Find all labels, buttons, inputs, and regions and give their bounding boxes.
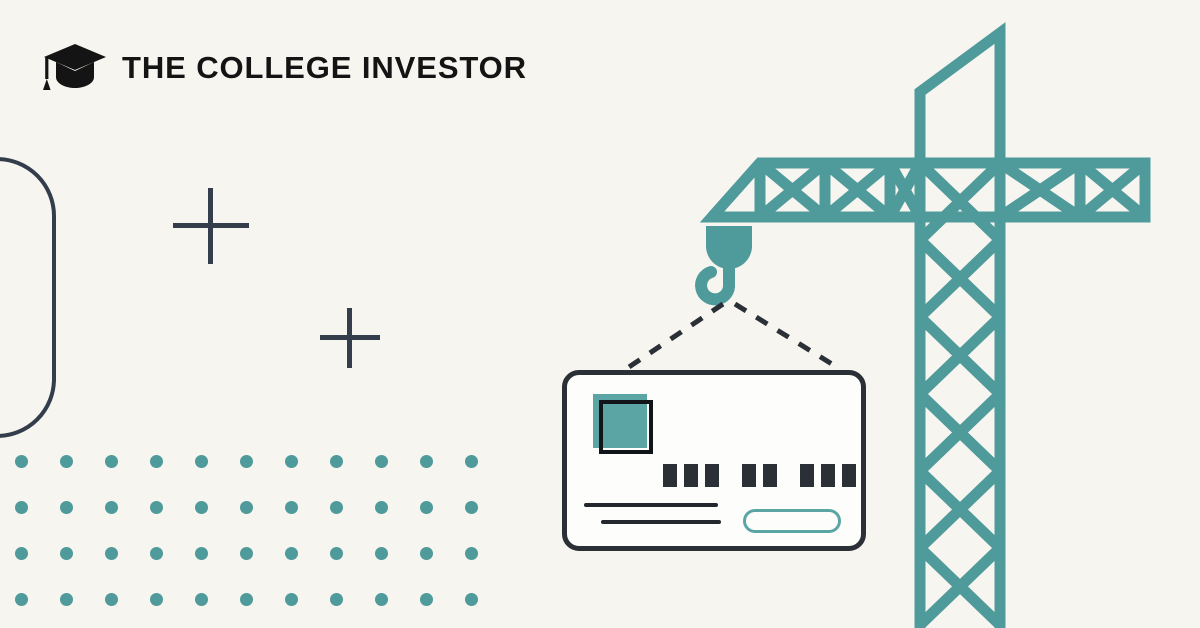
hook-icon	[695, 266, 736, 306]
crane-mast-brace	[916, 236, 1004, 321]
grid-dot	[195, 593, 208, 606]
grid-dot	[15, 593, 28, 606]
grid-dot	[150, 547, 163, 560]
grid-dot	[60, 501, 73, 514]
crane-mast-brace	[916, 313, 1004, 398]
grid-dot	[240, 501, 253, 514]
grid-dot	[375, 593, 388, 606]
card-digit-group-1	[663, 464, 719, 487]
card-digit-block	[742, 464, 756, 487]
plus-vertical-bar	[208, 188, 213, 264]
card-digit-group-3	[800, 464, 856, 487]
card-pill-outline	[743, 509, 841, 533]
grid-dot	[240, 455, 253, 468]
grid-dot	[420, 501, 433, 514]
card-chip-outline	[599, 400, 653, 454]
rounded-rect-outline	[0, 157, 56, 438]
crane-jib-brace	[1076, 158, 1149, 222]
sling-line-right	[733, 301, 842, 372]
grid-dot	[420, 547, 433, 560]
credit-card	[562, 370, 866, 551]
card-digit-block	[842, 464, 856, 487]
grid-dot	[465, 501, 478, 514]
plus-mark-large	[173, 188, 249, 264]
grid-dot	[105, 547, 118, 560]
grid-dot	[60, 593, 73, 606]
card-digit-block	[663, 464, 677, 487]
grid-dot	[150, 501, 163, 514]
grid-dot	[330, 501, 343, 514]
brand-name: THE COLLEGE INVESTOR	[122, 49, 527, 85]
grid-dot	[420, 593, 433, 606]
tower-crane	[690, 0, 1200, 628]
card-digit-block	[705, 464, 719, 487]
grid-dot	[375, 501, 388, 514]
grid-dot	[240, 547, 253, 560]
crane-mast-brace	[916, 159, 1004, 244]
grid-dot	[150, 455, 163, 468]
crane-mast-brace	[916, 467, 1004, 552]
dot-grid	[15, 455, 495, 606]
grid-dot	[15, 547, 28, 560]
crane-mast-brace	[916, 390, 1004, 475]
grid-dot	[285, 593, 298, 606]
crane-jib-brace	[756, 158, 829, 222]
card-signature-line	[601, 520, 721, 524]
crane-jib-brace	[821, 158, 894, 222]
grid-dot	[375, 455, 388, 468]
plus-mark-small	[320, 308, 380, 368]
grid-dot	[330, 455, 343, 468]
card-digit-group-2	[742, 464, 777, 487]
grid-dot	[420, 455, 433, 468]
grid-dot	[15, 455, 28, 468]
crane-jib-taper	[707, 159, 765, 221]
grid-dot	[195, 501, 208, 514]
grid-dot	[285, 455, 298, 468]
crane-hook-assembly	[618, 224, 848, 374]
crane-jib-brace	[996, 158, 1084, 222]
crane-cab	[914, 22, 1006, 163]
grid-dot	[285, 501, 298, 514]
plus-vertical-bar	[347, 308, 352, 368]
card-digit-block	[763, 464, 777, 487]
graduation-cap-icon	[42, 42, 108, 92]
grid-dot	[330, 547, 343, 560]
card-digit-block	[684, 464, 698, 487]
grid-dot	[15, 501, 28, 514]
grid-dot	[465, 593, 478, 606]
sling-line-left	[624, 301, 725, 372]
grid-dot	[105, 501, 118, 514]
grid-dot	[195, 547, 208, 560]
grid-dot	[105, 593, 118, 606]
site-logo[interactable]: THE COLLEGE INVESTOR	[42, 42, 527, 92]
grid-dot	[195, 455, 208, 468]
card-digit-block	[821, 464, 835, 487]
grid-dot	[285, 547, 298, 560]
grid-dot	[330, 593, 343, 606]
grid-dot	[375, 547, 388, 560]
grid-dot	[60, 455, 73, 468]
crane-mast-brace	[916, 544, 1004, 628]
card-digit-block	[800, 464, 814, 487]
card-signature-line	[584, 503, 718, 507]
grid-dot	[465, 547, 478, 560]
grid-dot	[105, 455, 118, 468]
grid-dot	[150, 593, 163, 606]
grid-dot	[465, 455, 478, 468]
grid-dot	[240, 593, 253, 606]
grid-dot	[60, 547, 73, 560]
